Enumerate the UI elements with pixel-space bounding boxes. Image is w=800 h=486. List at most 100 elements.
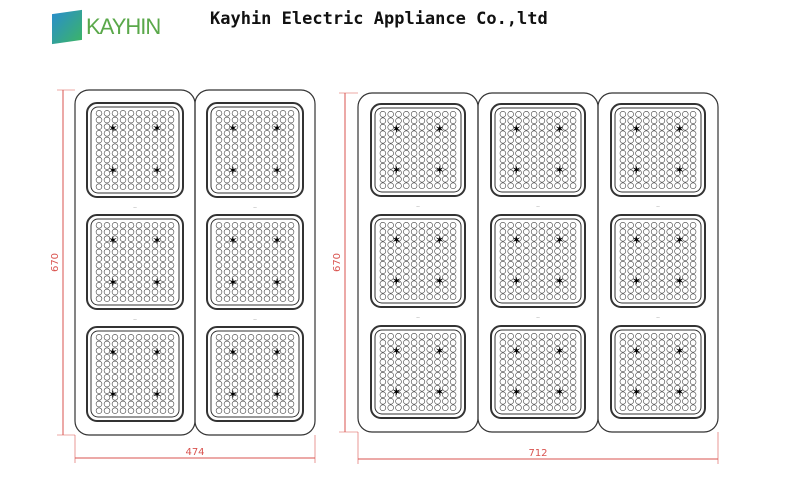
led-circle bbox=[635, 228, 642, 235]
led-circle bbox=[95, 123, 103, 130]
led-circle bbox=[554, 169, 561, 176]
led-circle bbox=[554, 248, 561, 255]
led-circle bbox=[562, 241, 569, 248]
led-circle bbox=[562, 346, 569, 353]
led-circle bbox=[159, 176, 167, 184]
led-circle bbox=[627, 359, 634, 366]
led-circle bbox=[271, 374, 279, 381]
led-circle bbox=[627, 293, 634, 300]
led-circle bbox=[538, 404, 546, 411]
led-circle bbox=[410, 228, 418, 235]
led-circle bbox=[538, 280, 546, 287]
led-circle bbox=[119, 163, 127, 170]
led-circle bbox=[530, 261, 538, 268]
led-circle bbox=[239, 176, 247, 184]
led-circle bbox=[143, 282, 151, 289]
led-circle bbox=[562, 287, 569, 294]
led-circle bbox=[449, 352, 457, 359]
led-circle bbox=[499, 222, 507, 229]
led-circle bbox=[135, 170, 143, 177]
led-circle bbox=[554, 117, 561, 124]
led-circle bbox=[515, 254, 522, 261]
led-circle bbox=[643, 169, 650, 176]
led-circle bbox=[231, 394, 239, 401]
led-circle bbox=[159, 288, 167, 296]
led-circle bbox=[403, 339, 410, 346]
led-circle bbox=[231, 387, 239, 394]
led-circle bbox=[103, 110, 111, 117]
led-circle bbox=[223, 295, 231, 302]
led-circle bbox=[562, 261, 569, 268]
led-circle bbox=[689, 287, 697, 294]
led-circle bbox=[255, 143, 263, 150]
led-circle bbox=[143, 387, 151, 394]
led-circle bbox=[410, 111, 418, 118]
led-circle bbox=[127, 360, 135, 368]
led-circle bbox=[619, 293, 627, 300]
led-circle bbox=[530, 280, 538, 287]
led-circle bbox=[103, 255, 111, 262]
led-circle bbox=[95, 400, 103, 408]
led-circle bbox=[255, 228, 263, 236]
led-circle bbox=[159, 262, 167, 269]
led-circle bbox=[103, 268, 111, 276]
led-circle bbox=[410, 267, 418, 274]
led-circle bbox=[538, 150, 546, 157]
led-circle bbox=[643, 352, 650, 359]
led-circle bbox=[515, 274, 522, 281]
led-circle bbox=[507, 261, 514, 268]
led-circle bbox=[215, 156, 223, 164]
led-circle bbox=[410, 261, 418, 268]
connector-mark: .. bbox=[253, 203, 257, 210]
led-circle bbox=[379, 378, 387, 385]
led-circle bbox=[569, 150, 577, 157]
led-circle bbox=[279, 380, 287, 388]
led-circle bbox=[426, 150, 433, 157]
led-circle bbox=[499, 182, 507, 189]
screw-mark-icon: ✶ bbox=[391, 344, 401, 358]
led-circle bbox=[215, 248, 223, 256]
led-circle bbox=[379, 372, 387, 379]
led-circle bbox=[255, 340, 263, 348]
led-circle bbox=[231, 282, 239, 289]
led-circle bbox=[287, 130, 295, 137]
screw-mark-icon: ✶ bbox=[228, 388, 238, 402]
led-circle bbox=[247, 123, 255, 130]
led-circle bbox=[255, 334, 263, 341]
led-circle bbox=[239, 387, 247, 394]
led-circle bbox=[569, 130, 577, 137]
led-circle bbox=[127, 282, 135, 289]
led-circle bbox=[442, 130, 449, 137]
screw-mark-icon: ✶ bbox=[108, 345, 118, 359]
led-circle bbox=[151, 347, 159, 354]
led-circle bbox=[103, 130, 111, 137]
led-circle bbox=[689, 404, 697, 411]
led-circle bbox=[643, 274, 650, 281]
led-circle bbox=[111, 248, 119, 256]
led-circle bbox=[627, 385, 634, 392]
connector-mark: .. bbox=[656, 313, 660, 320]
screw-mark-icon: ✶ bbox=[675, 385, 685, 399]
led-circle bbox=[650, 182, 658, 189]
led-circle bbox=[562, 398, 569, 405]
led-circle bbox=[569, 163, 577, 170]
led-circle bbox=[223, 150, 231, 157]
led-circle bbox=[103, 163, 111, 170]
led-circle bbox=[167, 150, 175, 157]
led-circle bbox=[530, 359, 538, 366]
led-circle bbox=[569, 156, 577, 163]
led-circle bbox=[569, 241, 577, 248]
led-circle bbox=[95, 367, 103, 374]
led-circle bbox=[159, 268, 167, 276]
led-circle bbox=[635, 143, 642, 150]
led-circle bbox=[255, 242, 263, 249]
screw-mark-icon: ✶ bbox=[391, 233, 401, 247]
led-circle bbox=[434, 117, 441, 124]
led-circle bbox=[619, 235, 627, 242]
led-circle bbox=[619, 182, 627, 189]
led-circle bbox=[627, 222, 634, 229]
led-circle bbox=[434, 176, 441, 183]
led-circle bbox=[643, 261, 650, 268]
led-circle bbox=[287, 407, 295, 414]
led-circle bbox=[643, 280, 650, 287]
